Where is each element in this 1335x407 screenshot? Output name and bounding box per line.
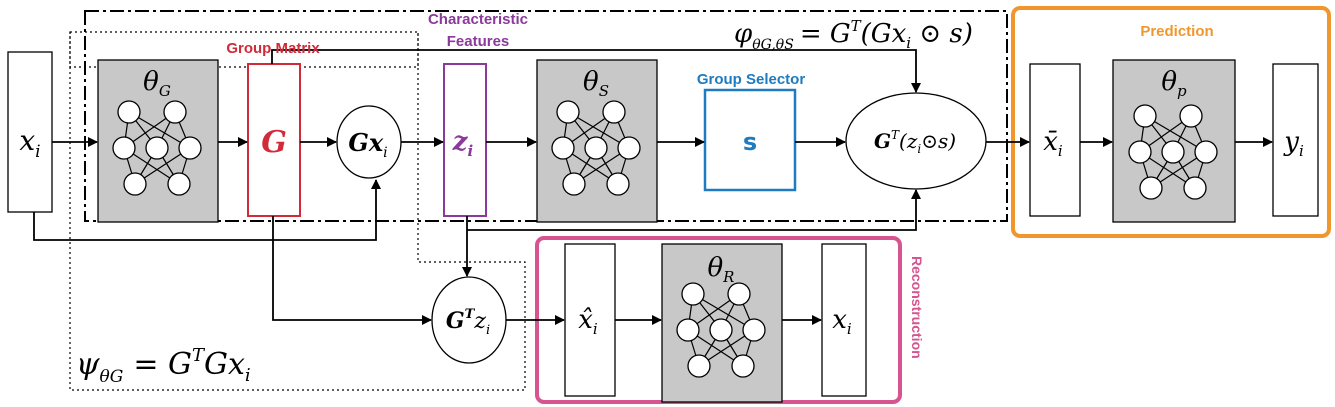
phi-equation: φθG,θS= GT(Gxi ⊙ s) [734,17,973,53]
prediction-label: Prediction [1140,23,1213,40]
features-label: Features [447,33,510,50]
xhat-box [564,243,616,397]
arrow-g-to-gtz [272,216,432,325]
arrow-z-to-recombine [467,189,921,231]
z-box [443,63,487,217]
reconstruction-label: Reconstruction [909,256,925,359]
g-matrix-box [247,63,301,217]
gtz-label: GTzi [446,307,490,338]
x-out-box [821,243,867,397]
group-matrix-label: Group Matrix [226,40,320,57]
xbar-label: x̄i [1043,127,1063,160]
y-label: yi [1283,127,1304,160]
theta-g-label: θG [143,67,171,100]
reconstruction-region [69,32,526,391]
selector-label: s [743,128,757,156]
input-x-label: xi [19,124,40,162]
recombine-label: GT(zi⊙s) [874,128,956,156]
z-label: zi [452,127,474,160]
xhat-label: x̂i [578,305,598,338]
characteristic-label: Characteristic [428,11,528,28]
theta-r-label: θR [708,253,735,286]
y-box [1272,63,1319,217]
input-x-box [7,51,53,213]
prediction-box [1011,6,1331,238]
group-selector-label: Group Selector [697,71,806,88]
arrow-equation-to-recombine [271,49,921,93]
gx-label: Gxi [348,128,387,161]
g-matrix-label: G [261,125,287,160]
selector-box [703,88,797,192]
xbar-box [1029,63,1081,217]
theta-s-label: θS [583,67,609,100]
psi-equation: ψθG= GTGxi [76,345,251,387]
arrow-x-to-gx [33,179,381,241]
x-out-label: xi [832,305,852,338]
theta-p-label: θp [1161,67,1187,100]
